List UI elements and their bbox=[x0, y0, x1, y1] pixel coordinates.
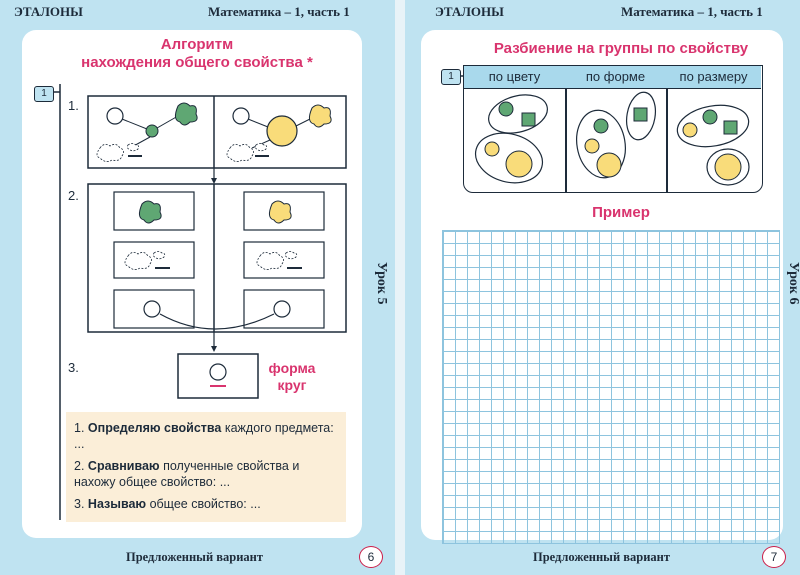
footer-left: Предложенный вариант bbox=[126, 550, 264, 564]
section-tab-1: 1 bbox=[441, 69, 461, 85]
step-2-label: 2. bbox=[68, 188, 79, 203]
page-left: ЭТАЛОНЫ Математика – 1, часть 1 Алгоритм… bbox=[0, 0, 395, 575]
green-square-icon bbox=[723, 120, 738, 135]
yellow-circle-icon bbox=[596, 152, 622, 178]
green-square-icon bbox=[521, 112, 536, 127]
lesson-label-right: Урок 6 bbox=[786, 262, 800, 305]
step-1-label: 1. bbox=[68, 98, 79, 113]
header-right-title: ЭТАЛОНЫ bbox=[435, 4, 504, 19]
green-circle-icon bbox=[498, 101, 514, 117]
yellow-splash-icon bbox=[268, 200, 292, 224]
column-by-size: по размеру bbox=[666, 66, 761, 88]
rule-3: 3. Называю общее свойство: ... bbox=[74, 497, 261, 511]
page-number-left: 6 bbox=[359, 546, 383, 568]
header-right-subject: Математика – 1, часть 1 bbox=[621, 4, 763, 19]
step-3-label: 3. bbox=[68, 360, 79, 375]
algorithm-rules: 1. Определяю свойства каждого предмета: … bbox=[66, 412, 346, 522]
result-value: круг bbox=[277, 377, 307, 393]
squared-grid bbox=[442, 230, 780, 544]
page-right: ЭТАЛОНЫ Математика – 1, часть 1 Разбиени… bbox=[405, 0, 800, 575]
small-circle-icon bbox=[232, 107, 250, 125]
rule-2: 2. Сравниваю полученные свойства и нахож… bbox=[74, 459, 300, 489]
yellow-circle-icon bbox=[266, 115, 298, 147]
asterisk-mark: * bbox=[306, 54, 313, 71]
yellow-circle-icon bbox=[682, 122, 698, 138]
group-outline bbox=[676, 104, 750, 148]
yellow-circle-icon bbox=[584, 138, 600, 154]
page-number-right: 7 bbox=[762, 546, 786, 568]
cloud-outline-icon bbox=[96, 144, 124, 162]
green-circle-icon bbox=[702, 109, 718, 125]
arrow-down-icon bbox=[211, 178, 217, 184]
green-circle-icon bbox=[593, 118, 609, 134]
grouping-diagram bbox=[453, 75, 750, 186]
page-gutter bbox=[395, 0, 405, 575]
green-splash-icon bbox=[138, 200, 162, 224]
header-left-title: ЭТАЛОНЫ bbox=[14, 4, 83, 19]
example-title: Пример bbox=[592, 204, 650, 221]
small-circle-icon bbox=[273, 300, 291, 318]
arrow-down-icon bbox=[211, 346, 217, 352]
column-by-shape: по форме bbox=[565, 66, 667, 88]
small-circle-icon bbox=[143, 300, 161, 318]
footer-right: Предложенный вариант bbox=[533, 550, 671, 564]
cloud-outline-icon bbox=[124, 252, 152, 270]
result-property: форма bbox=[268, 360, 316, 376]
grouping-title: Разбиение на группы по свойству bbox=[493, 40, 749, 57]
header-left-subject: Математика – 1, часть 1 bbox=[208, 4, 350, 19]
algorithm-title: Алгоритм нахождения общего свойства * bbox=[62, 36, 332, 72]
green-splash-icon bbox=[174, 102, 198, 126]
yellow-circle-icon bbox=[714, 153, 742, 181]
small-circle-icon bbox=[209, 363, 227, 381]
rule-1: 1. Определяю свойства каждого предмета: … bbox=[74, 421, 334, 451]
yellow-circle-icon bbox=[505, 150, 533, 178]
small-circle-icon bbox=[106, 107, 124, 125]
yellow-circle-icon bbox=[484, 141, 500, 157]
green-dot-icon bbox=[145, 124, 159, 138]
column-by-color: по цвету bbox=[464, 66, 566, 88]
result-label: форма круг bbox=[262, 360, 322, 394]
step-1-frame bbox=[87, 95, 347, 169]
yellow-splash-icon bbox=[308, 104, 332, 128]
group-outline bbox=[488, 94, 548, 134]
algorithm-title-line2: нахождения общего свойства bbox=[81, 54, 303, 71]
algorithm-title-line1: Алгоритм bbox=[160, 36, 234, 53]
algorithm-diagram bbox=[52, 84, 347, 520]
lesson-label-left: Урок 5 bbox=[374, 262, 389, 305]
green-square-icon bbox=[633, 107, 648, 122]
section-tab-1: 1 bbox=[34, 86, 54, 102]
